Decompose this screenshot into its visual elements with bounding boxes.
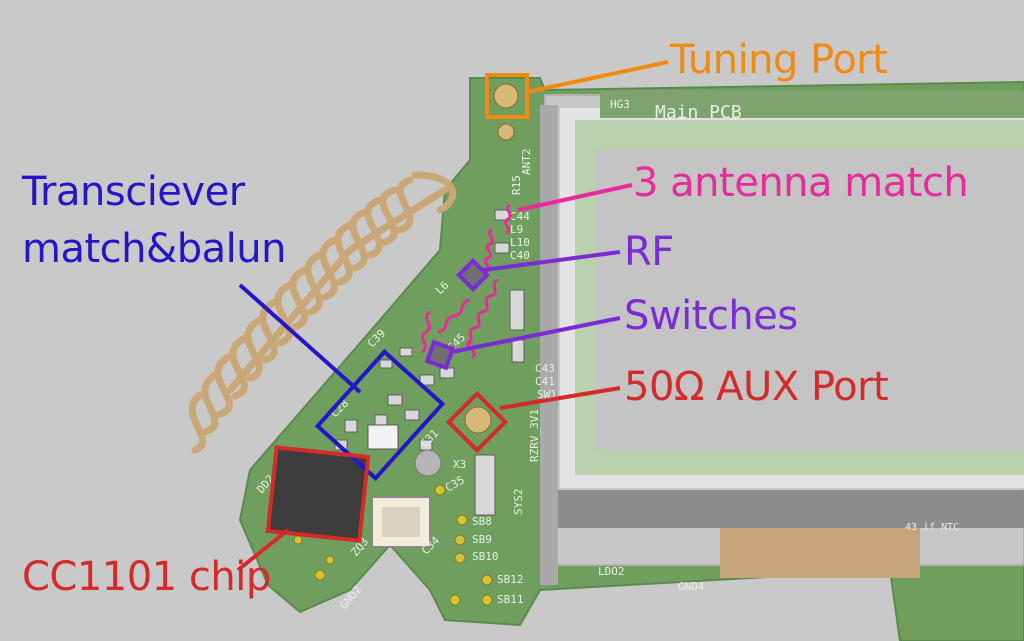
silk-ant2: ANT2	[520, 149, 533, 176]
aux-port-pad	[464, 406, 492, 434]
antenna-match-leader	[517, 183, 633, 212]
silk-sb11: SB11	[497, 593, 524, 606]
silk-sys2: SYS2	[512, 489, 525, 516]
aux-port-leader	[499, 386, 621, 410]
silk-sb10: SB10	[472, 550, 499, 563]
silk-l9: L9	[510, 223, 523, 236]
rf-label: RF	[624, 229, 674, 275]
silk-sb9: SB9	[472, 533, 492, 546]
flex-cable	[720, 528, 920, 578]
rf-switch-2	[424, 339, 456, 371]
chip-label: CC1101 chip	[22, 554, 271, 600]
silk-gnd4: GND4	[678, 580, 705, 593]
tuning-port-highlight	[485, 73, 529, 119]
transceiver-label-line1: Transciever	[22, 169, 245, 215]
silk-x3: X3	[453, 458, 466, 471]
silk-sb12: SB12	[497, 573, 524, 586]
transceiver-leader	[238, 283, 362, 394]
test-point	[414, 449, 442, 477]
gold-test-pads	[293, 484, 493, 606]
tuning-port-via	[497, 123, 515, 141]
antenna-match-label: 3 antenna match	[633, 160, 969, 206]
silk-ldo2: LDO2	[598, 565, 625, 578]
silk-hg3: HG3	[610, 98, 630, 111]
chip-highlight	[265, 445, 371, 543]
lcd-lower-ledge	[545, 490, 1024, 528]
silk-main-pcb: Main PCB	[655, 102, 742, 123]
transceiver-label-line2: match&balun	[22, 226, 286, 272]
silk-rzrv: RZRV_3V1	[528, 409, 541, 462]
silk-ntc: 43 if NTC	[905, 522, 959, 533]
tuning-port-leader	[526, 60, 669, 94]
silk-c43: C43	[535, 362, 555, 375]
balun-component	[367, 424, 399, 450]
aux-port-label: 50Ω AUX Port	[624, 364, 889, 410]
cc1101-chip-body	[267, 447, 369, 541]
helical-antenna	[188, 171, 457, 454]
lcd-connector-strip	[540, 105, 558, 585]
switches-label: Switches	[624, 293, 798, 339]
board-top-header	[600, 90, 1024, 118]
switches-leader	[451, 316, 621, 354]
silk-r15: R15	[510, 175, 523, 195]
rf-leader	[482, 250, 621, 272]
silk-sb8: SB8	[472, 515, 492, 528]
rf-switch-1	[456, 258, 490, 292]
crystal-lid	[382, 507, 420, 537]
tuning-port-label: Tuning Port	[670, 37, 888, 83]
silk-c44: C44	[510, 210, 530, 223]
chip-leader	[236, 528, 290, 572]
aux-port-highlight	[445, 390, 509, 454]
silk-l10: L10	[510, 236, 530, 249]
tuning-port-pad	[493, 83, 519, 109]
silk-c40: C40	[510, 249, 530, 262]
transceiver-highlight	[314, 348, 446, 482]
silk-c41: C41	[535, 375, 555, 388]
lcd-glass	[595, 150, 1024, 450]
